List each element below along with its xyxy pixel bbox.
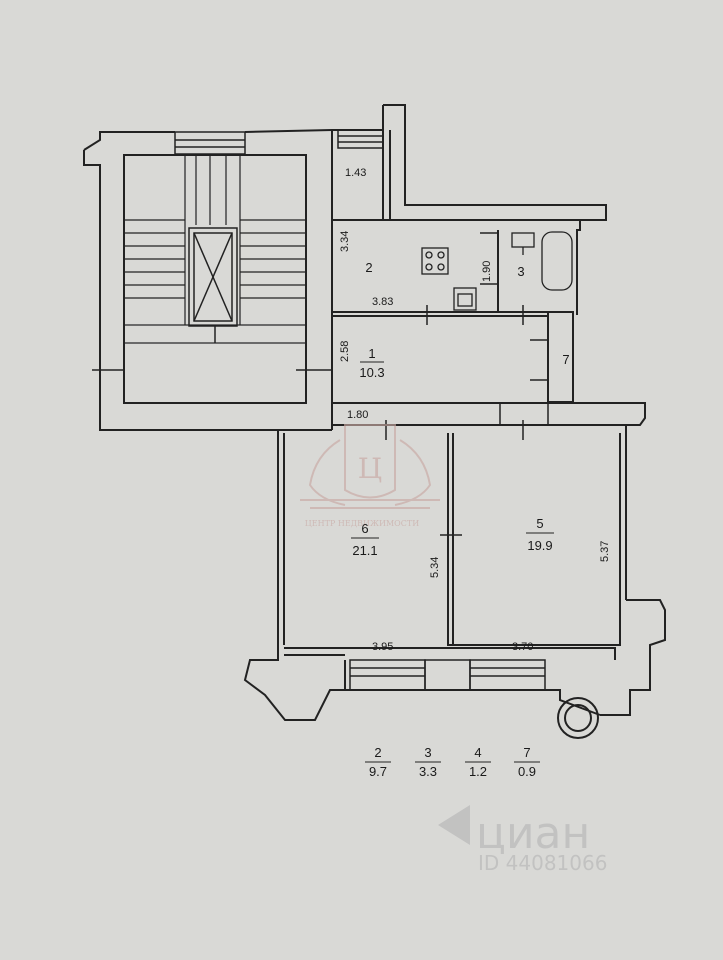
legend-number-2: 2 [374,745,381,760]
kitchen-sink [453,287,477,311]
cian-watermark: циан ID 44081066 [438,805,607,875]
room-area-6: 21.1 [352,543,377,558]
dim-3-70: 3.70 [512,641,533,653]
dim-3-95: 3.95 [372,641,393,653]
cian-brand: циан [476,808,590,859]
door-marks [92,232,549,536]
svg-text:Ц: Ц [358,452,382,485]
room-labels: 1 10.3 2 3 5 19.9 6 21.1 7 [351,260,570,558]
legend-number-3: 3 [424,745,431,760]
dim-5-37: 5.37 [599,541,611,562]
dim-3-34: 3.34 [339,231,351,252]
bathtub [511,231,573,291]
legend-number-4: 4 [474,745,481,760]
cian-id: ID 44081066 [478,851,607,875]
legend-area-2: 9.7 [369,764,387,779]
agency-logo: Ц ЦЕНТР НЕДВИЖИМОСТИ [300,424,440,528]
dim-2-58: 2.58 [339,341,351,362]
dim-5-34: 5.34 [429,557,441,578]
room-number-7: 7 [562,352,569,367]
room-area-5: 19.9 [527,538,552,553]
room-number-2: 2 [365,260,372,275]
dim-1-90: 1.90 [481,261,493,282]
room-number-1: 1 [368,346,375,361]
room-number-5: 5 [536,516,543,531]
dim-1-80: 1.80 [347,409,368,421]
room-number-3: 3 [517,264,524,279]
room-area-1: 10.3 [359,365,384,380]
legend-area-7: 0.9 [518,764,536,779]
logo-text: ЦЕНТР НЕДВИЖИМОСТИ [305,519,419,528]
legend-area-3: 3.3 [419,764,437,779]
cian-logo-icon [438,805,470,845]
dim-3-83: 3.83 [372,296,393,308]
room-number-6: 6 [361,521,368,536]
legend-number-7: 7 [523,745,530,760]
elevator-shaft [188,227,238,327]
kitchen-stove [421,247,449,275]
dim-1-43: 1.43 [345,167,366,179]
walls [83,104,666,739]
area-legend: 2 9.7 3 3.3 4 1.2 7 0.9 [365,745,540,779]
dimension-labels: 1.43 3.34 1.90 3.83 2.58 1.80 5.34 5.37 … [339,167,611,653]
staircase [123,155,307,344]
windows [174,129,546,691]
legend-area-4: 1.2 [469,764,487,779]
